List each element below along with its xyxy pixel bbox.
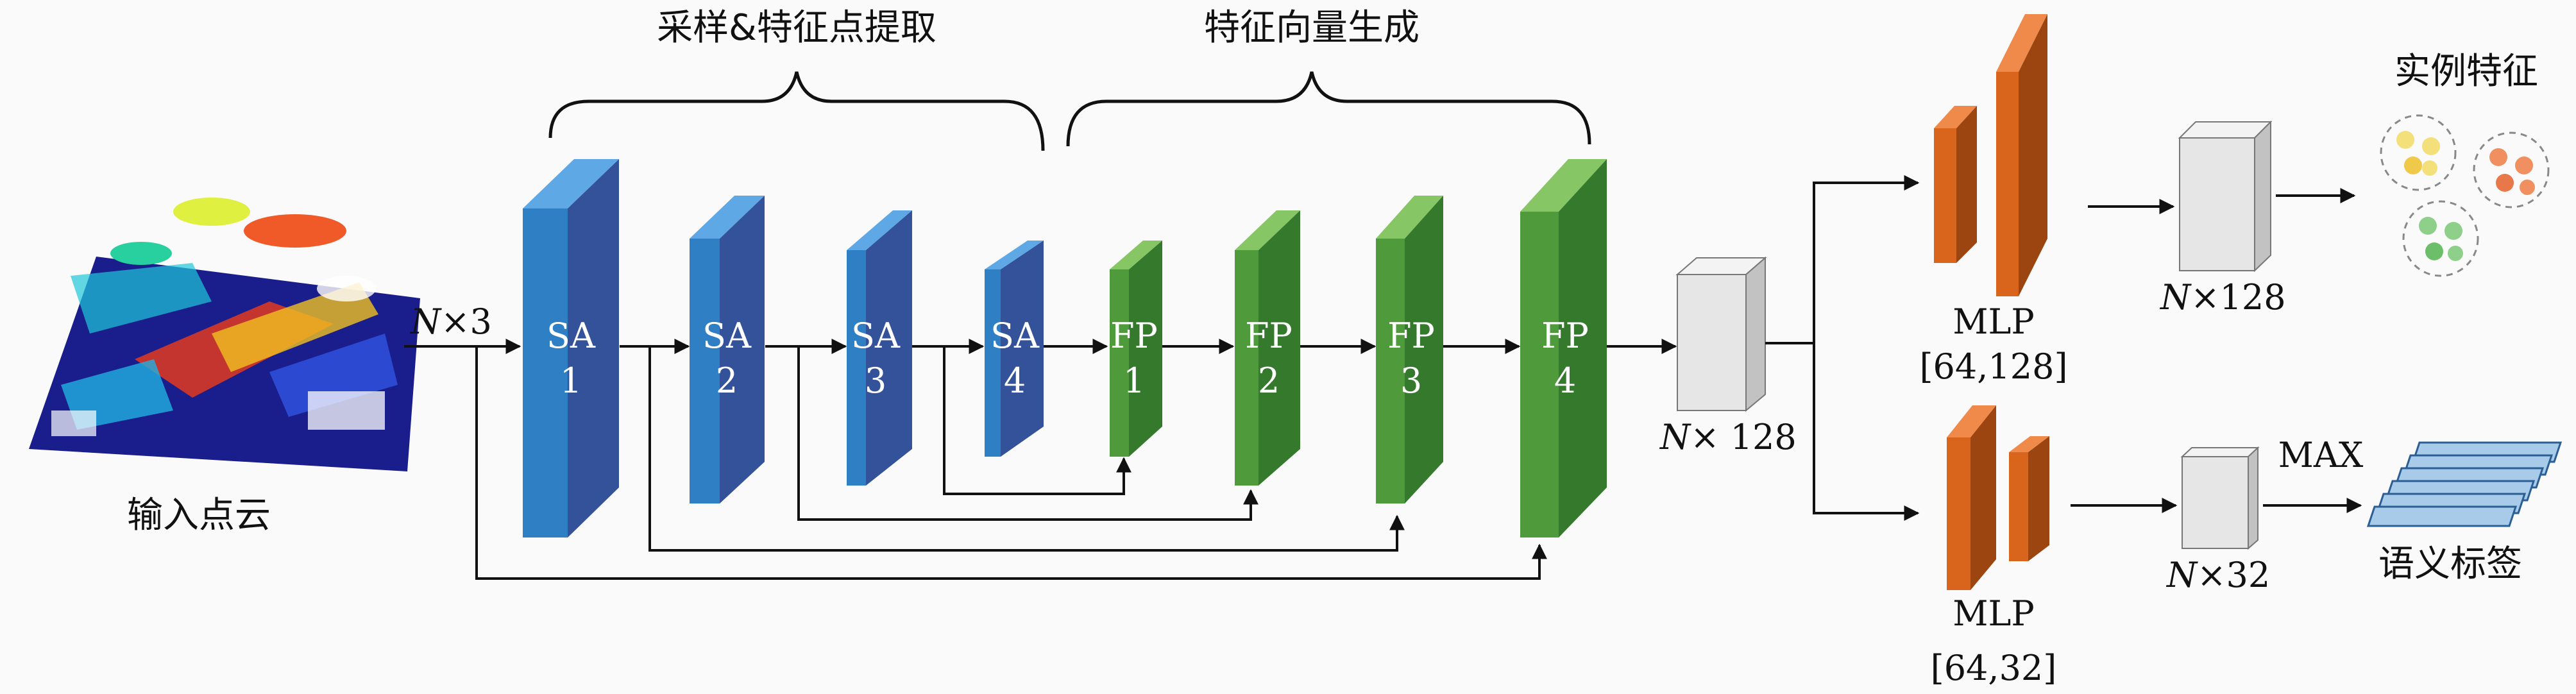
semantic-label-stack bbox=[2366, 441, 2563, 527]
branch-split-arrows bbox=[1765, 175, 1920, 521]
instance-mlp-dims: [64,128] bbox=[1919, 346, 2067, 387]
sa-block-2-name: SA bbox=[702, 316, 752, 356]
sa-block-4 bbox=[985, 241, 1044, 457]
sa-block-3-index: 3 bbox=[865, 360, 886, 401]
fp-block-2-index: 2 bbox=[1258, 360, 1280, 401]
sa-block-3 bbox=[847, 210, 912, 486]
instance-output-dimension: N×128 bbox=[2159, 277, 2286, 317]
feature-dimension: N× 128 bbox=[1659, 417, 1797, 457]
sa-block-1-index: 1 bbox=[560, 360, 582, 401]
instance-output-cube bbox=[2178, 120, 2273, 273]
fp-block-4-index: 4 bbox=[1554, 360, 1576, 401]
fp-block-4 bbox=[1520, 159, 1607, 537]
fp-block-3-index: 3 bbox=[1400, 360, 1422, 401]
instance-result-label: 实例特征 bbox=[2394, 51, 2538, 92]
skip-connections bbox=[475, 346, 1547, 580]
sa-block-4-name: SA bbox=[990, 316, 1040, 356]
feature-cube bbox=[1675, 256, 1767, 412]
fp-block-2 bbox=[1235, 210, 1300, 486]
fp-block-1 bbox=[1110, 241, 1162, 457]
instance-clusters-icon bbox=[2380, 114, 2550, 277]
input-caption: 输入点云 bbox=[127, 495, 271, 536]
semantic-mlp-block-2 bbox=[2009, 436, 2049, 561]
semantic-mlp-label: MLP bbox=[1953, 593, 2035, 634]
sa-block-4-index: 4 bbox=[1004, 360, 1026, 401]
fp-block-3 bbox=[1376, 196, 1443, 504]
fp-block-1-name: FP bbox=[1110, 316, 1158, 356]
fp-block-2-name: FP bbox=[1245, 316, 1292, 356]
max-operation-label: MAX bbox=[2278, 435, 2364, 475]
feature-generation-brace bbox=[1066, 71, 1591, 147]
instance-mlp-block-2 bbox=[1996, 14, 2047, 296]
sa-block-3-name: SA bbox=[851, 316, 901, 356]
sa-block-2-index: 2 bbox=[716, 360, 738, 401]
fp-block-3-name: FP bbox=[1387, 316, 1435, 356]
sa-block-1 bbox=[523, 159, 619, 537]
sampling-section-title: 采样&特征点提取 bbox=[657, 7, 936, 49]
sampling-brace bbox=[548, 71, 1045, 151]
sa-block-1-name: SA bbox=[547, 316, 596, 356]
input-point-cloud-image bbox=[29, 198, 420, 471]
semantic-output-cube bbox=[2180, 446, 2260, 550]
instance-mlp-block-1 bbox=[1934, 106, 1977, 263]
semantic-result-label: 语义标签 bbox=[2378, 543, 2522, 585]
feature-generation-section-title: 特征向量生成 bbox=[1204, 7, 1419, 49]
semantic-output-dimension: N×32 bbox=[2165, 555, 2270, 595]
instance-mlp-label: MLP bbox=[1953, 301, 2035, 342]
fp-block-4-name: FP bbox=[1541, 316, 1589, 356]
sa-block-2 bbox=[690, 196, 765, 504]
semantic-mlp-block-1 bbox=[1947, 405, 1996, 590]
fp-block-1-index: 1 bbox=[1123, 360, 1145, 401]
input-dimension: N×3 bbox=[409, 301, 492, 342]
semantic-mlp-dims: [64,32] bbox=[1931, 648, 2057, 688]
